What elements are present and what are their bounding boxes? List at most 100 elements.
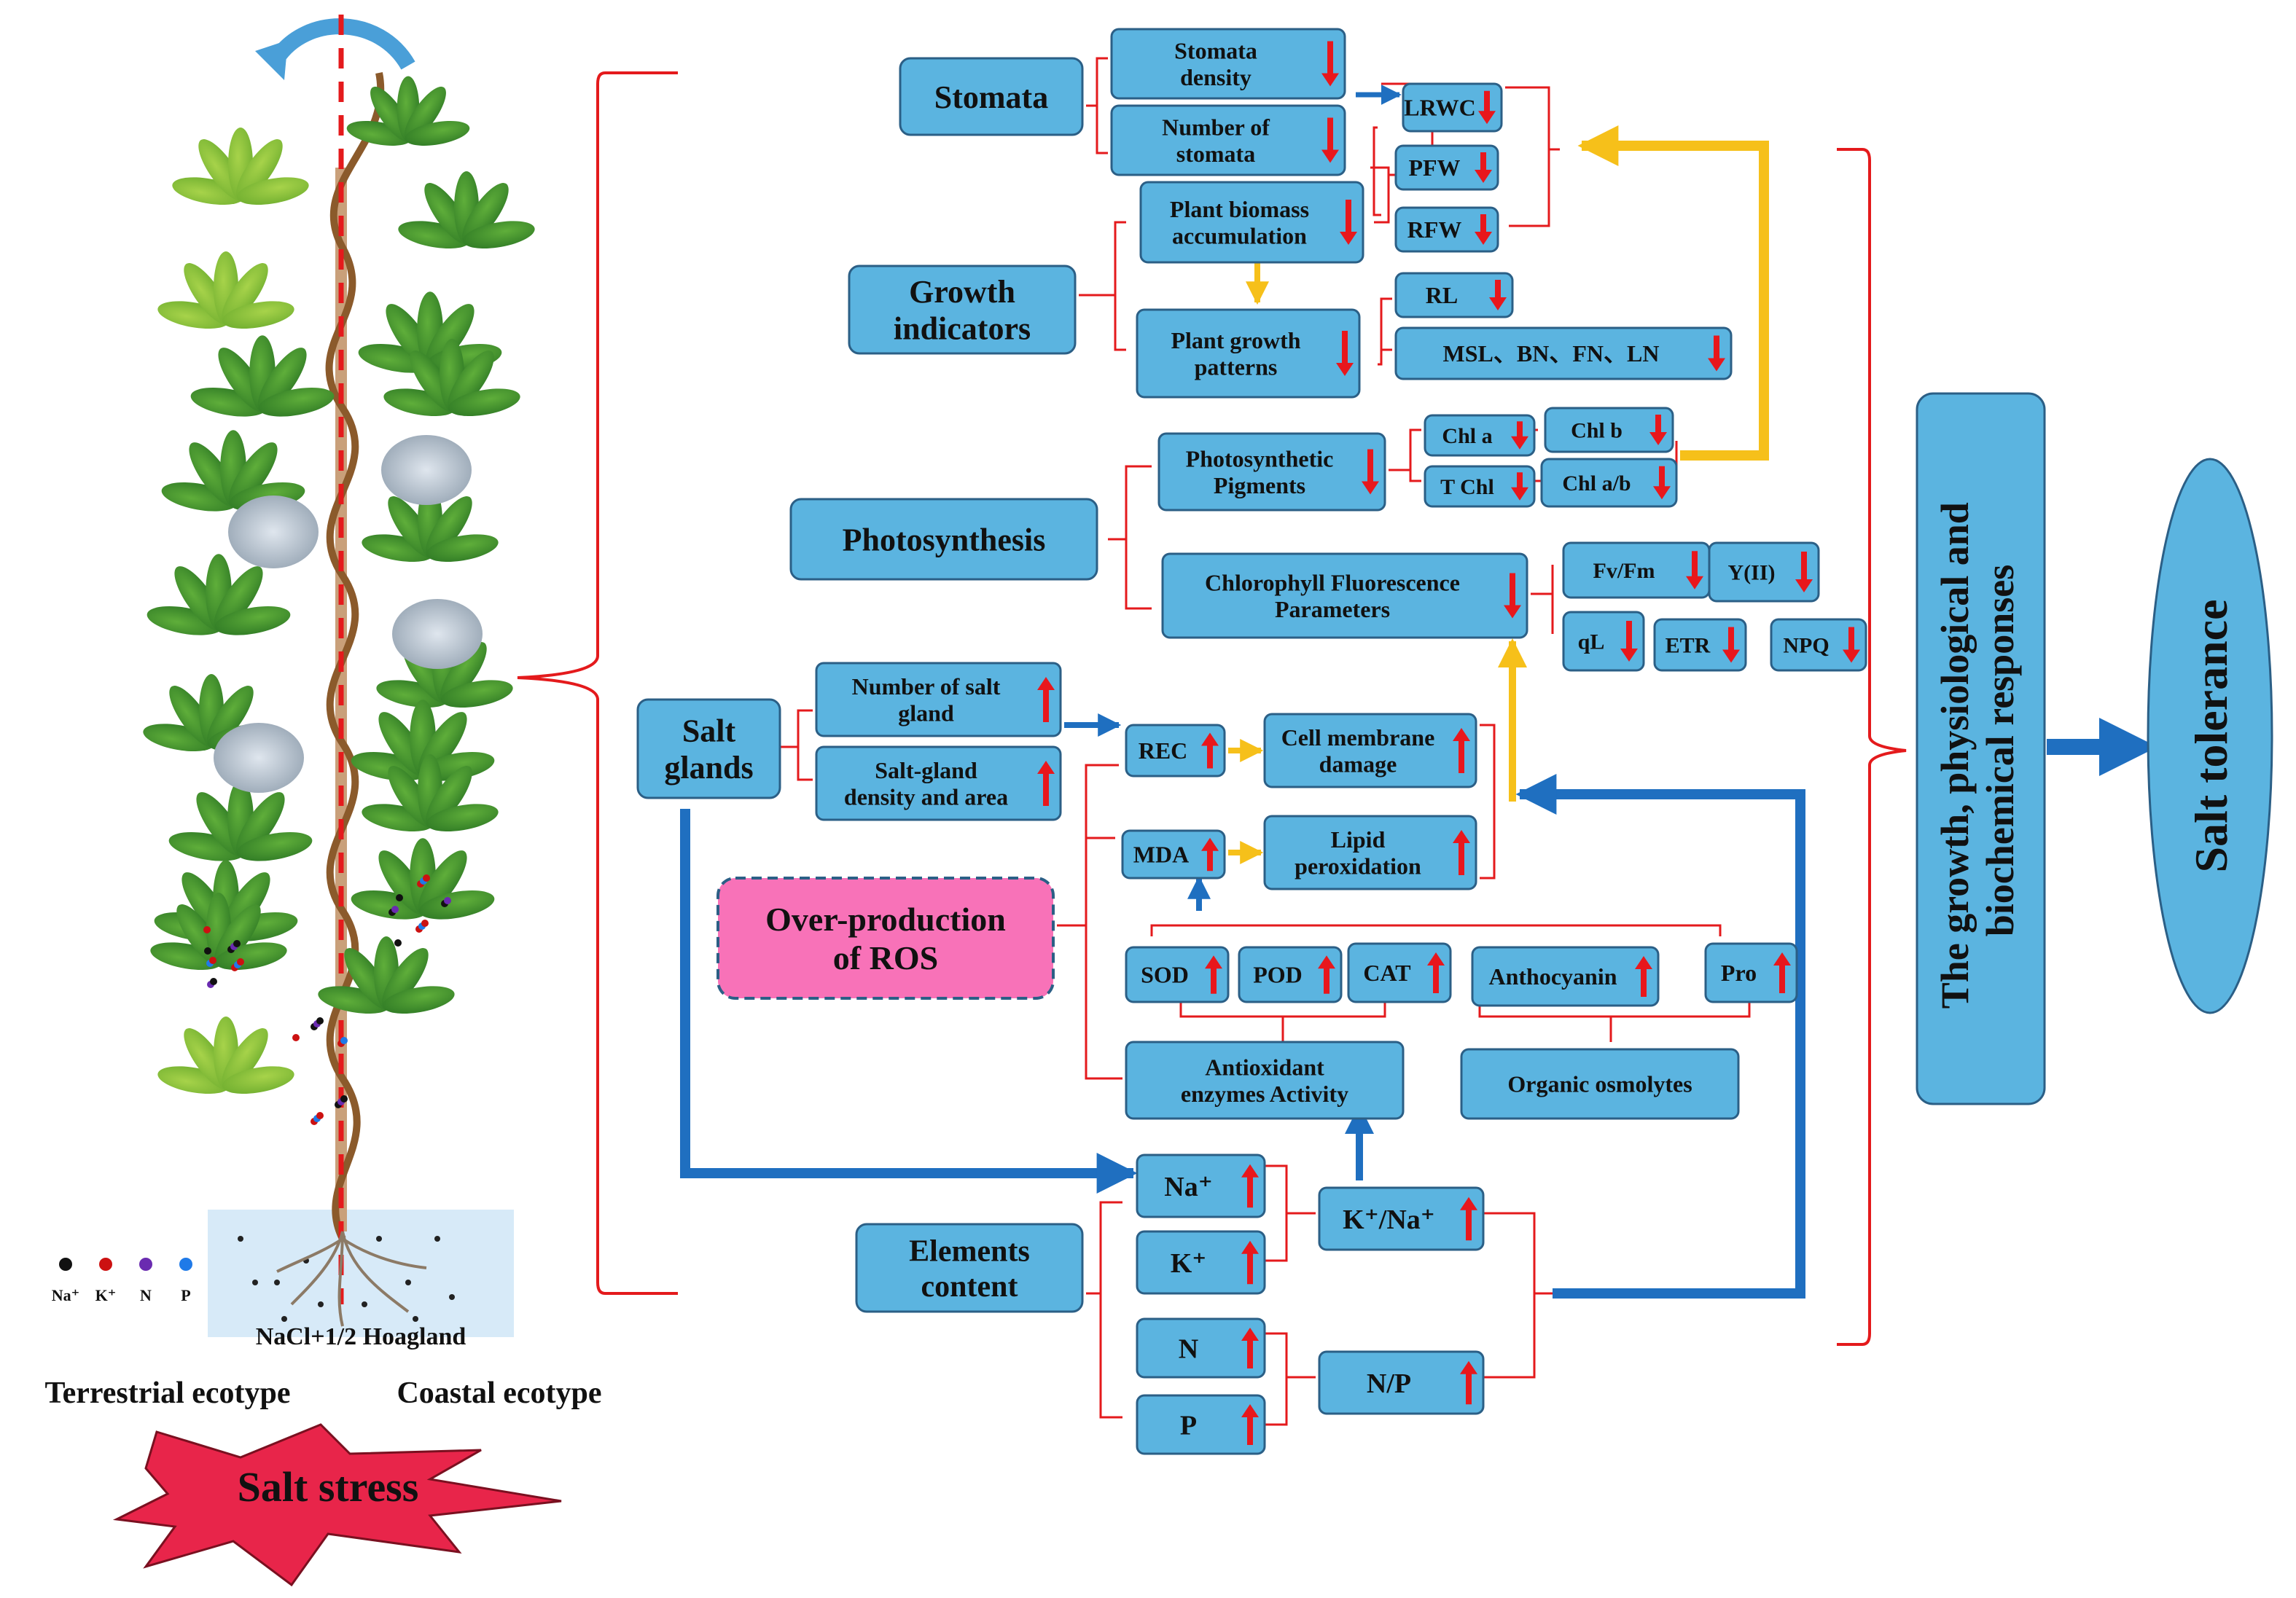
ion-dot bbox=[252, 1280, 258, 1285]
down-arrow-icon bbox=[1686, 551, 1703, 590]
down-arrow-icon bbox=[1511, 472, 1528, 501]
hydroponic-solution bbox=[208, 1210, 514, 1337]
ion-dot bbox=[340, 1037, 348, 1044]
kna-label: K⁺/Na⁺ bbox=[1343, 1205, 1435, 1235]
up-arrow-icon bbox=[1773, 952, 1791, 993]
mda-label: MDA bbox=[1133, 842, 1189, 868]
ion-dot bbox=[318, 1301, 324, 1307]
legend-label: N bbox=[140, 1286, 152, 1304]
ion-dot bbox=[316, 1112, 324, 1119]
kna-box: K⁺/Na⁺ bbox=[1318, 1186, 1485, 1251]
t-chl-box: T Chl bbox=[1424, 465, 1536, 508]
up-arrow-icon bbox=[1453, 728, 1470, 773]
salt-stress-label: Salt stress bbox=[238, 1463, 419, 1511]
leaf-cluster bbox=[346, 76, 470, 146]
na-label: Na⁺ bbox=[1164, 1172, 1213, 1202]
up-arrow-icon bbox=[1453, 830, 1470, 875]
photosynthesis-category-label: Photosynthesis bbox=[843, 522, 1046, 557]
ion-dot bbox=[210, 978, 217, 985]
num-salt-gland-label: Number of salt bbox=[852, 673, 1001, 700]
pro-box: Pro bbox=[1704, 942, 1798, 1003]
sod-box: SOD bbox=[1125, 946, 1230, 1003]
fluorescence-label: Parameters bbox=[1275, 596, 1390, 622]
up-arrow-icon bbox=[1241, 1240, 1259, 1285]
stomata-micrograph bbox=[392, 599, 483, 669]
fvfm-box: Fv/Fm bbox=[1562, 541, 1711, 599]
up-arrow-icon bbox=[1201, 732, 1219, 769]
stomata-category-box: Stomata bbox=[899, 57, 1084, 136]
down-arrow-icon bbox=[1722, 627, 1740, 663]
roots bbox=[276, 1231, 427, 1327]
ros-category-label: Over-production bbox=[765, 901, 1006, 938]
leaf-cluster bbox=[318, 936, 455, 1014]
osmolytes-box: Organic osmolytes bbox=[1460, 1048, 1740, 1120]
pfw-box: PFW bbox=[1394, 144, 1499, 191]
chl-ab-box: Chl a/b bbox=[1540, 458, 1678, 508]
leaf-cluster bbox=[190, 335, 335, 417]
rfw-label: RFW bbox=[1407, 216, 1462, 243]
bracket-line bbox=[1378, 297, 1392, 366]
ion-dot bbox=[405, 1280, 411, 1285]
ion-dot bbox=[449, 1294, 455, 1300]
ion-dot bbox=[340, 1095, 348, 1102]
up-arrow-icon bbox=[1205, 955, 1222, 994]
stomata-micrograph bbox=[381, 435, 472, 505]
down-arrow-icon bbox=[1362, 449, 1379, 495]
bracket-line bbox=[1086, 1201, 1122, 1419]
bracket-line bbox=[1505, 86, 1560, 227]
chl-ab-label: Chl a/b bbox=[1562, 471, 1631, 496]
bracket-line bbox=[780, 709, 813, 781]
bracket-line bbox=[1257, 1164, 1316, 1262]
salt-gland-density-label: Salt-gland bbox=[875, 757, 977, 783]
bracket-line bbox=[1079, 221, 1126, 351]
bracket-line bbox=[1480, 724, 1496, 880]
rl-label: RL bbox=[1426, 282, 1458, 308]
up-arrow-icon bbox=[1037, 677, 1055, 722]
ion-dot bbox=[203, 926, 211, 933]
legend-label: K⁺ bbox=[95, 1286, 117, 1304]
salt-stress-burst bbox=[112, 1423, 562, 1587]
ion-dot bbox=[237, 958, 244, 966]
down-arrow-icon bbox=[1340, 200, 1357, 245]
membrane-damage-label: Cell membrane bbox=[1281, 724, 1435, 751]
bracket-line bbox=[1057, 764, 1122, 1080]
bracket-line bbox=[1478, 998, 1751, 1042]
responses-box bbox=[1916, 392, 2046, 1105]
leaf-cluster bbox=[383, 339, 520, 417]
np-label: N/P bbox=[1367, 1368, 1411, 1399]
solution-label: NaCl+1/2 Hoagland bbox=[256, 1323, 466, 1350]
ion-dot bbox=[376, 1236, 382, 1242]
elements-feedback-blue-arrow bbox=[1515, 774, 1805, 1299]
down-arrow-icon bbox=[1511, 421, 1528, 450]
twining-stem bbox=[325, 72, 385, 1241]
bracket-line bbox=[1257, 1332, 1316, 1426]
bracket-line bbox=[1483, 1212, 1553, 1379]
etr-label: ETR bbox=[1666, 634, 1711, 658]
salt-gland-density-label: density and area bbox=[844, 784, 1008, 810]
leaves bbox=[143, 76, 535, 1322]
down-arrow-icon bbox=[1708, 335, 1725, 372]
fluorescence-label: Chlorophyll Fluorescence bbox=[1205, 569, 1460, 595]
pigments-label: Pigments bbox=[1214, 472, 1305, 498]
ql-box: qL bbox=[1562, 611, 1645, 672]
growth-category-label: Growth bbox=[909, 274, 1015, 310]
lipid-peroxidation-label: Lipid bbox=[1331, 826, 1386, 853]
down-arrow-icon bbox=[1649, 415, 1667, 445]
salt-tolerance-ellipse bbox=[2147, 458, 2273, 1014]
photosynthesis-category-box: Photosynthesis bbox=[789, 498, 1098, 581]
growth-patterns-label: patterns bbox=[1195, 354, 1278, 380]
down-arrow-icon bbox=[1475, 214, 1492, 245]
stomata-micrograph bbox=[228, 496, 319, 568]
p-label: P bbox=[1180, 1410, 1197, 1441]
lipid-peroxidation-label: peroxidation bbox=[1295, 853, 1421, 880]
number-of-stomata-label: stomata bbox=[1176, 141, 1255, 167]
